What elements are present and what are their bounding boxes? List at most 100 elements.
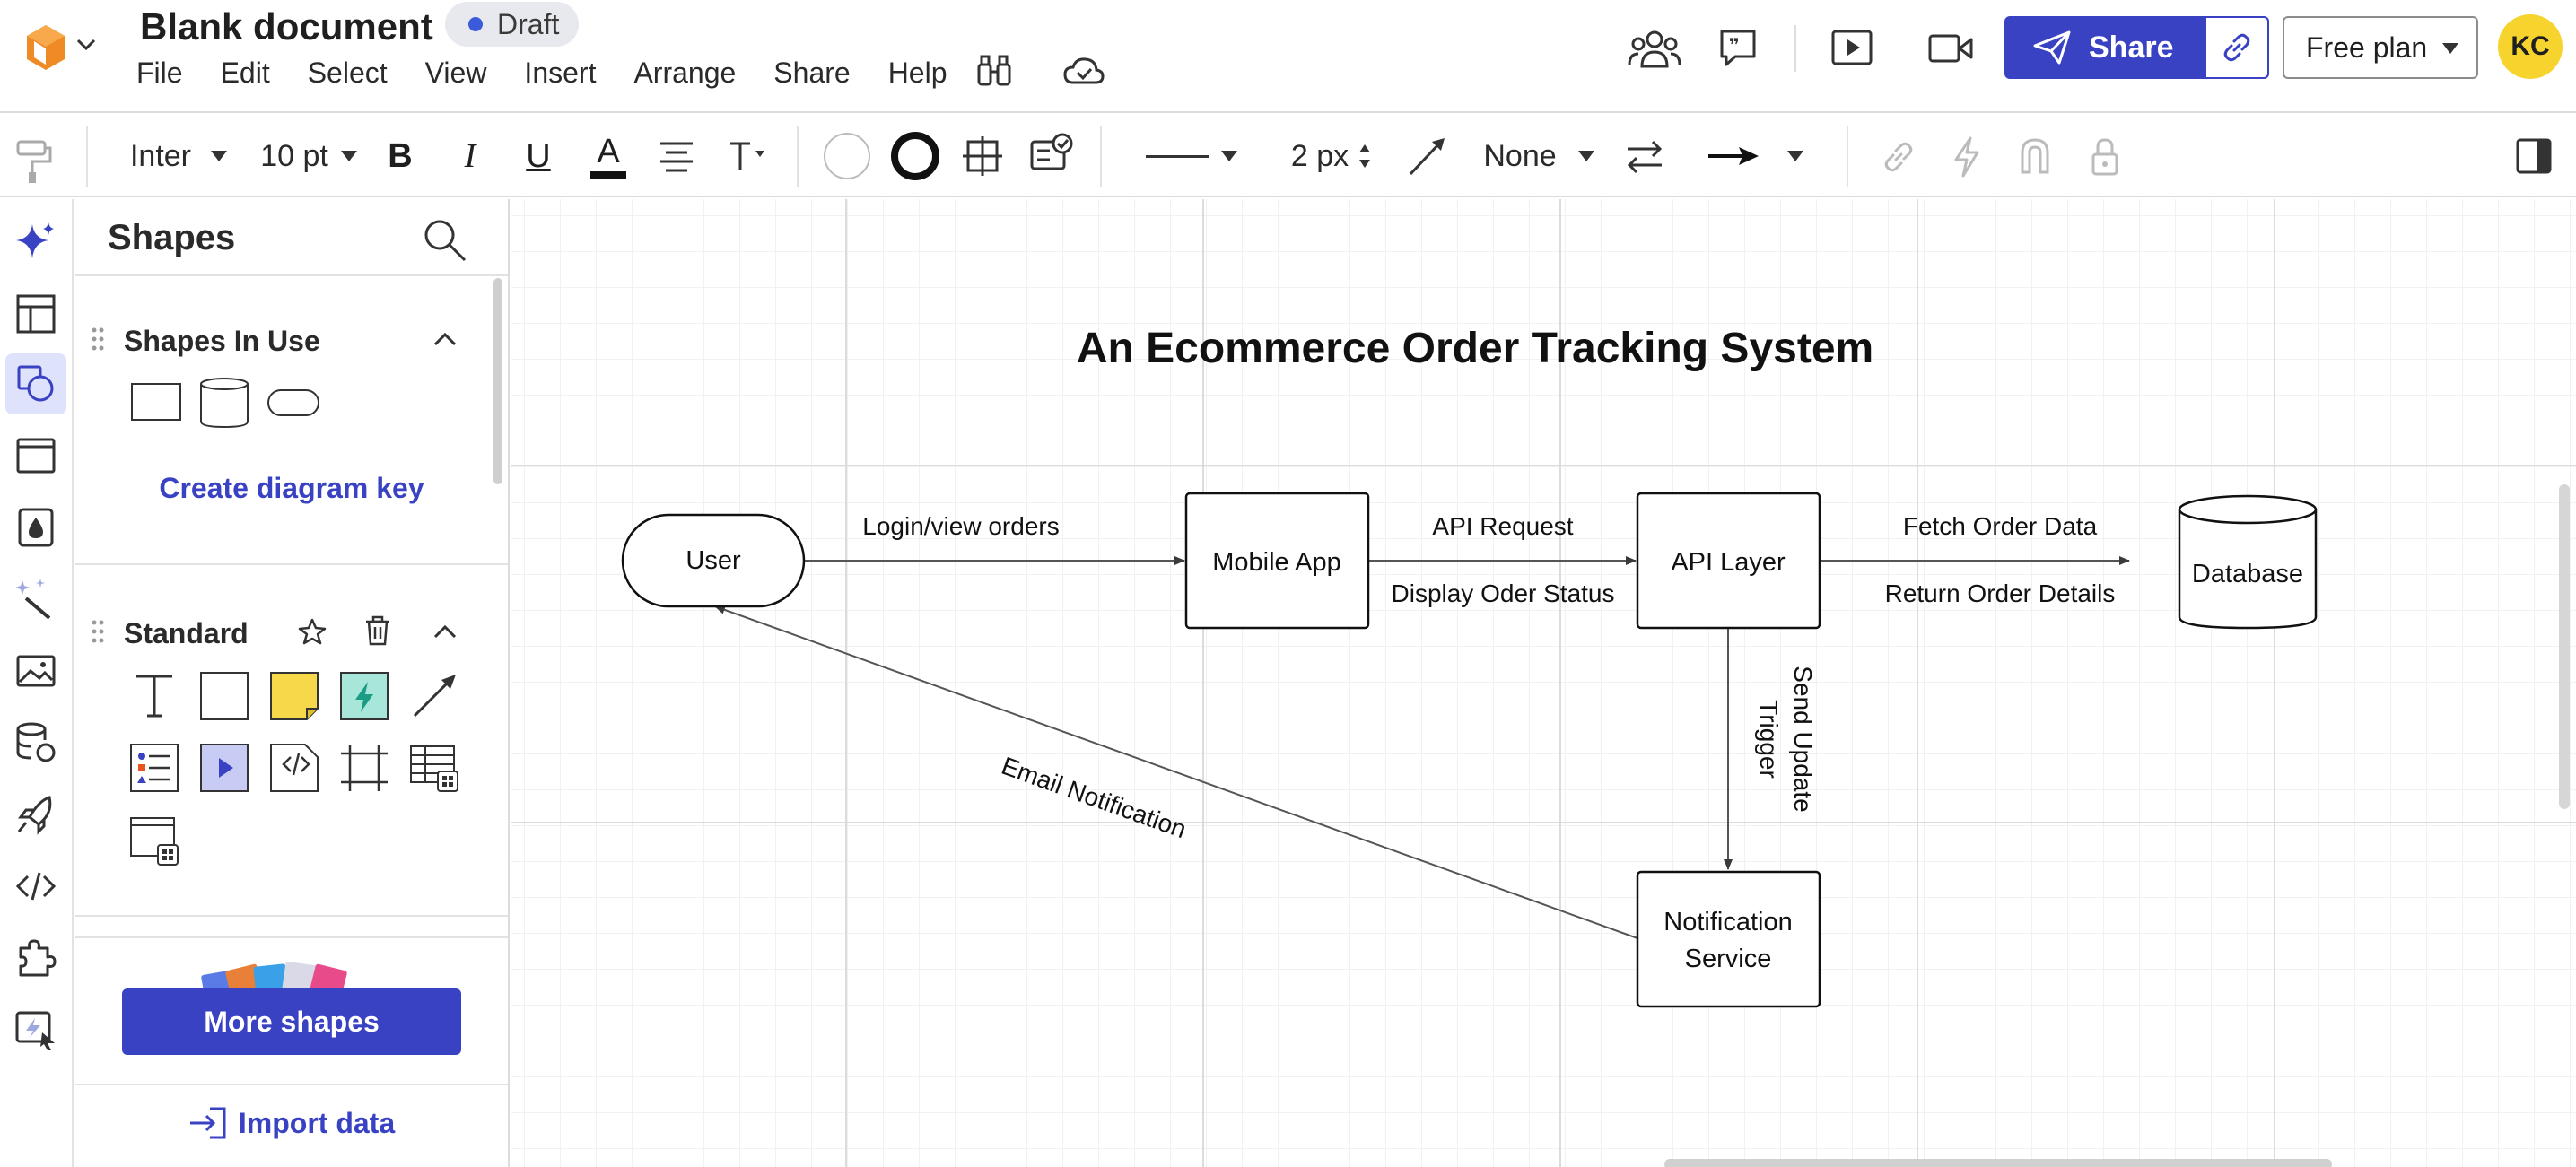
edge-label-login[interactable]: Login/view orders bbox=[862, 512, 1059, 540]
cloud-saved-icon[interactable] bbox=[1062, 54, 1105, 90]
create-diagram-key-link[interactable]: Create diagram key bbox=[159, 472, 424, 504]
magnet-icon[interactable] bbox=[2015, 115, 2055, 197]
import-data-link[interactable]: Import data bbox=[75, 1105, 508, 1141]
container-shape[interactable] bbox=[129, 816, 179, 867]
automation-icon[interactable] bbox=[5, 999, 66, 1060]
arrow-start-dropdown[interactable]: None bbox=[1480, 115, 1597, 197]
node-api-layer[interactable] bbox=[1636, 492, 1821, 630]
frame-icon[interactable] bbox=[5, 425, 66, 486]
list-shape[interactable] bbox=[129, 743, 179, 793]
bold-button[interactable]: B bbox=[388, 136, 413, 175]
diagram-title[interactable]: An Ecommerce Order Tracking System bbox=[1077, 325, 1873, 372]
code-icon[interactable] bbox=[5, 856, 66, 917]
templates-icon[interactable] bbox=[5, 283, 66, 344]
star-icon[interactable] bbox=[298, 617, 327, 646]
ai-sparkle-icon[interactable] bbox=[5, 212, 66, 273]
menu-arrange[interactable]: Arrange bbox=[633, 57, 737, 89]
chevron-down-icon[interactable] bbox=[75, 36, 97, 54]
panel-toggle-icon[interactable] bbox=[2514, 115, 2554, 197]
arrow-end-dropdown[interactable] bbox=[1701, 115, 1809, 197]
edge-label-send-update[interactable]: Send Update Trigger bbox=[1755, 666, 1817, 812]
block-shape[interactable] bbox=[199, 671, 249, 721]
binoculars-icon[interactable] bbox=[974, 52, 1014, 91]
edge-label-fetch-order[interactable]: Fetch Order Data bbox=[1903, 512, 2098, 540]
plan-dropdown[interactable]: Free plan bbox=[2283, 16, 2478, 79]
border-color-icon[interactable] bbox=[888, 115, 942, 197]
edge-label-api-request[interactable]: API Request bbox=[1432, 512, 1573, 540]
status-badge[interactable]: Draft bbox=[445, 2, 580, 47]
menu-edit[interactable]: Edit bbox=[220, 57, 270, 89]
edge-email-notification[interactable] bbox=[714, 605, 1638, 939]
menu-view[interactable]: View bbox=[424, 57, 487, 89]
fill-color-icon[interactable] bbox=[820, 115, 874, 197]
diagram-canvas[interactable]: An Ecommerce Order Tracking System User … bbox=[511, 199, 2576, 1167]
video-call-icon[interactable] bbox=[1927, 32, 1974, 65]
avatar[interactable]: KC bbox=[2498, 14, 2563, 79]
node-mobile-app[interactable] bbox=[1184, 492, 1370, 630]
text-shape[interactable] bbox=[129, 671, 179, 721]
menu-help[interactable]: Help bbox=[887, 57, 947, 89]
comments-icon[interactable]: ❞ bbox=[1717, 27, 1759, 70]
shape-options-icon[interactable] bbox=[960, 115, 1005, 197]
action-shape[interactable] bbox=[339, 671, 389, 721]
magic-wand-icon[interactable] bbox=[5, 569, 66, 630]
cylinder-shape[interactable] bbox=[197, 375, 251, 431]
puzzle-icon[interactable] bbox=[5, 928, 66, 988]
edge-label-return-order[interactable]: Return Order Details bbox=[1885, 579, 2116, 607]
line-type-icon[interactable] bbox=[1405, 115, 1450, 197]
more-shapes-button[interactable]: More shapes bbox=[122, 988, 461, 1055]
frame-shape[interactable] bbox=[339, 743, 389, 793]
lightning-icon[interactable] bbox=[1947, 115, 1987, 197]
drag-handle-icon[interactable] bbox=[92, 619, 104, 644]
underline-button[interactable]: U bbox=[526, 136, 551, 175]
menu-insert[interactable]: Insert bbox=[524, 57, 597, 89]
node-database[interactable] bbox=[2178, 494, 2318, 630]
shapes-icon[interactable] bbox=[5, 353, 66, 414]
terminator-shape[interactable] bbox=[266, 388, 321, 418]
line-width-stepper[interactable]: 2 px bbox=[1285, 115, 1378, 197]
embed-code-shape[interactable] bbox=[269, 743, 319, 793]
arrow-line-shape[interactable] bbox=[409, 671, 459, 721]
style-drop-icon[interactable] bbox=[5, 497, 66, 558]
menu-share[interactable]: Share bbox=[773, 57, 851, 89]
sticky-note-shape[interactable] bbox=[269, 671, 319, 721]
table-shape[interactable] bbox=[409, 743, 459, 793]
rectangle-shape[interactable] bbox=[129, 379, 183, 425]
video-shape[interactable] bbox=[199, 743, 249, 793]
lock-icon[interactable] bbox=[2085, 115, 2125, 197]
trash-icon[interactable] bbox=[364, 615, 391, 646]
image-icon[interactable] bbox=[5, 640, 66, 701]
line-style-dropdown[interactable] bbox=[1141, 115, 1242, 197]
drag-handle-icon[interactable] bbox=[92, 327, 104, 352]
text-options-icon[interactable] bbox=[725, 115, 768, 197]
conditional-format-icon[interactable] bbox=[1028, 115, 1075, 197]
chevron-up-icon[interactable] bbox=[432, 621, 458, 642]
panel-scrollbar[interactable] bbox=[493, 278, 502, 484]
menu-file[interactable]: File bbox=[136, 57, 183, 89]
search-icon[interactable] bbox=[420, 215, 470, 266]
share-button[interactable]: Share bbox=[2004, 16, 2269, 79]
data-link-icon[interactable] bbox=[5, 712, 66, 773]
swap-arrows-icon[interactable] bbox=[1622, 115, 1667, 197]
horizontal-scrollbar[interactable] bbox=[1664, 1159, 2332, 1167]
font-family-dropdown[interactable]: Inter bbox=[120, 115, 237, 197]
node-user[interactable] bbox=[621, 513, 806, 608]
italic-button[interactable]: I bbox=[464, 137, 476, 175]
present-icon[interactable] bbox=[1830, 29, 1873, 66]
app-logo-icon[interactable] bbox=[23, 23, 68, 72]
edge-label-email-notification[interactable]: Email Notification bbox=[998, 752, 1190, 843]
node-notification-service[interactable] bbox=[1636, 870, 1821, 1008]
menu-select[interactable]: Select bbox=[307, 57, 388, 89]
vertical-scrollbar[interactable] bbox=[2559, 484, 2570, 809]
chevron-up-icon[interactable] bbox=[432, 328, 458, 350]
align-center-icon[interactable] bbox=[657, 115, 696, 197]
link-icon[interactable] bbox=[1879, 115, 1918, 197]
text-color-button[interactable]: A bbox=[589, 115, 628, 197]
copy-link-icon[interactable] bbox=[2205, 16, 2269, 79]
document-title[interactable]: Blank document bbox=[140, 5, 433, 48]
format-painter-icon[interactable] bbox=[11, 115, 57, 197]
edge-label-display-status[interactable]: Display Oder Status bbox=[1392, 579, 1615, 607]
collaborators-icon[interactable] bbox=[1628, 27, 1681, 72]
font-size-dropdown[interactable]: 10 pt bbox=[257, 115, 361, 197]
rocket-icon[interactable] bbox=[5, 784, 66, 845]
